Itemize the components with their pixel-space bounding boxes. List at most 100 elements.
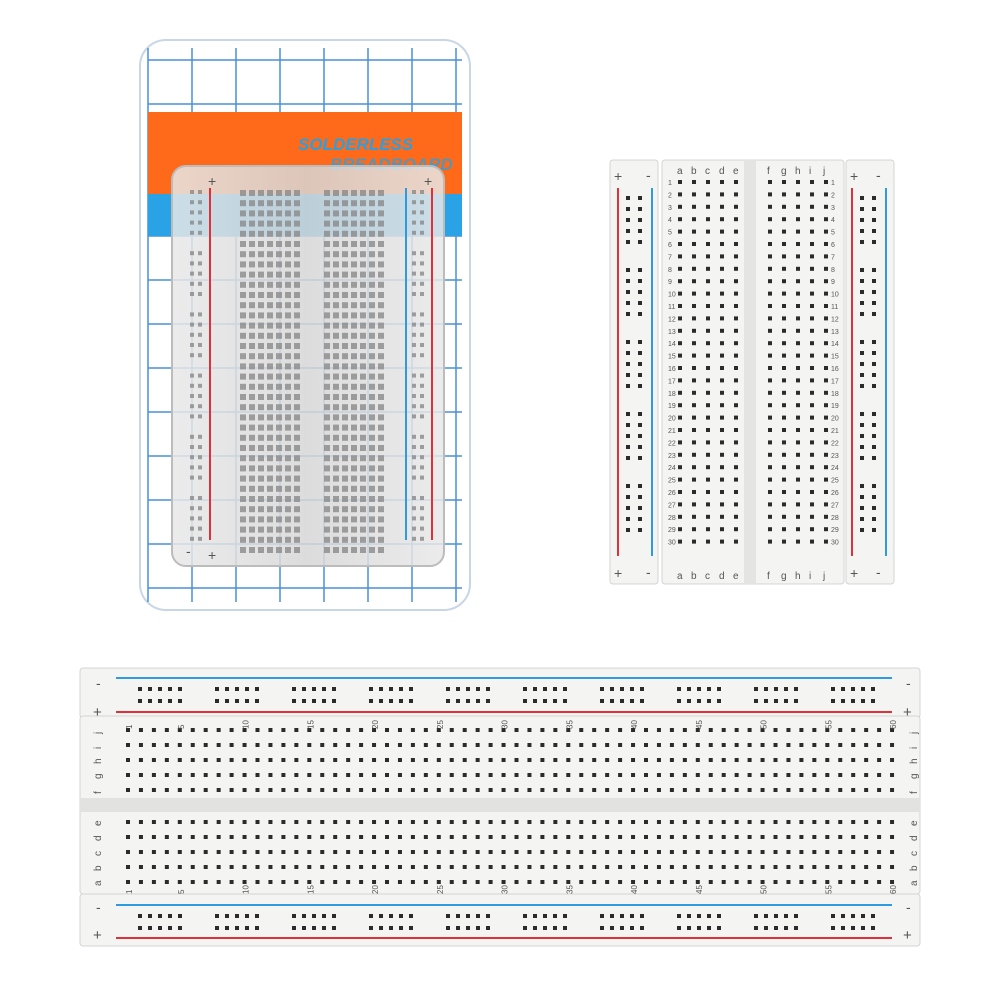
clear-hole [240, 220, 246, 227]
clear-hole [378, 526, 384, 533]
full-rail-hole [486, 914, 490, 918]
clear-hole [249, 394, 255, 400]
clear-hole [360, 485, 366, 492]
clear-hole [351, 394, 357, 400]
clear-hole [351, 536, 357, 543]
full-hole [695, 743, 700, 747]
full-hole [825, 820, 830, 824]
clear-hole [276, 281, 282, 288]
half-hole [734, 242, 738, 246]
half-row-number-left: 15 [668, 354, 676, 361]
clear-hole [360, 230, 366, 237]
full-hole [890, 758, 895, 762]
clear-rail-hole [412, 496, 416, 500]
half-hole [692, 403, 696, 408]
full-hole [812, 835, 817, 839]
half-hole [678, 527, 682, 532]
clear-rail-hole [190, 465, 194, 470]
half-hole [782, 254, 786, 259]
half-hole [692, 415, 696, 420]
clear-hole [342, 363, 348, 370]
clear-hole [360, 363, 366, 370]
full-hole [566, 820, 571, 824]
clear-hole [333, 404, 339, 411]
full-hole [644, 850, 648, 854]
clear-hole [249, 547, 255, 553]
half-row-number-right: 9 [831, 279, 835, 286]
half-rail-hole [860, 207, 864, 211]
full-hole [644, 758, 648, 762]
full-hole [851, 773, 856, 777]
full-rail-hole [225, 926, 229, 930]
full-hole [695, 788, 700, 792]
half-rail-hole [872, 434, 876, 438]
half-hole [796, 428, 800, 432]
full-hole [682, 880, 687, 884]
clear-hole [267, 332, 273, 339]
full-hole [138, 728, 143, 732]
half-hole [782, 502, 786, 507]
half-rail-hole [638, 218, 642, 222]
half-hole [678, 502, 682, 507]
clear-breadboard [171, 165, 445, 567]
full-column-number-bottom: 1 [125, 889, 134, 894]
full-hole [631, 743, 636, 747]
clear-hole [342, 485, 348, 492]
half-rail-hole [626, 384, 630, 388]
clear-rail-hole [190, 261, 194, 266]
clear-hole [324, 322, 330, 329]
clear-hole [249, 261, 255, 268]
full-hole [527, 728, 532, 732]
clear-hole [333, 547, 339, 553]
full-hole [540, 865, 545, 869]
clear-hole [276, 200, 282, 207]
half-rail-hole [860, 196, 864, 200]
half-hole [720, 390, 724, 395]
full-rail-hole [369, 926, 373, 930]
clear-hole [240, 200, 246, 207]
clear-hole [360, 404, 366, 411]
half-column-label: a [677, 571, 683, 582]
clear-hole [240, 516, 246, 523]
full-hole [372, 850, 377, 854]
full-rail-hole [717, 699, 721, 703]
full-rail-hole [158, 699, 162, 703]
half-rail-hole [626, 351, 630, 355]
half-row-number-left: 28 [668, 515, 676, 522]
full-hole [151, 758, 156, 762]
full-row-label-left: h [93, 758, 104, 764]
half-rail-hole [860, 445, 864, 449]
half-column-label: a [677, 166, 683, 177]
full-hole [346, 728, 351, 732]
clear-hole [267, 281, 273, 288]
full-hole [605, 820, 610, 824]
full-hole [734, 788, 739, 792]
full-column-number-top: 40 [630, 720, 639, 729]
full-hole [203, 773, 208, 777]
full-hole [592, 865, 597, 869]
clear-hole [267, 312, 273, 319]
full-hole [799, 835, 804, 839]
full-hole [669, 850, 674, 854]
full-hole [151, 773, 156, 777]
full-hole [812, 865, 817, 869]
full-hole [203, 820, 208, 824]
clear-hole [258, 271, 264, 278]
half-hole [692, 527, 696, 532]
clear-hole [285, 332, 291, 339]
clear-hole [285, 230, 291, 237]
half-rail-hole [872, 268, 876, 272]
full-hole [281, 728, 286, 732]
clear-rail-hole [190, 271, 194, 276]
full-hole [385, 728, 389, 732]
full-hole [618, 773, 623, 777]
half-rail-hole [872, 207, 876, 211]
half-rail-hole [626, 434, 630, 438]
clear-hole [258, 363, 264, 370]
full-plus-bl: + [93, 927, 102, 944]
full-hole [669, 880, 674, 884]
full-hole [164, 788, 169, 792]
full-rail-hole [707, 687, 711, 691]
half-rail-hole [626, 240, 630, 244]
half-hole [796, 341, 800, 346]
